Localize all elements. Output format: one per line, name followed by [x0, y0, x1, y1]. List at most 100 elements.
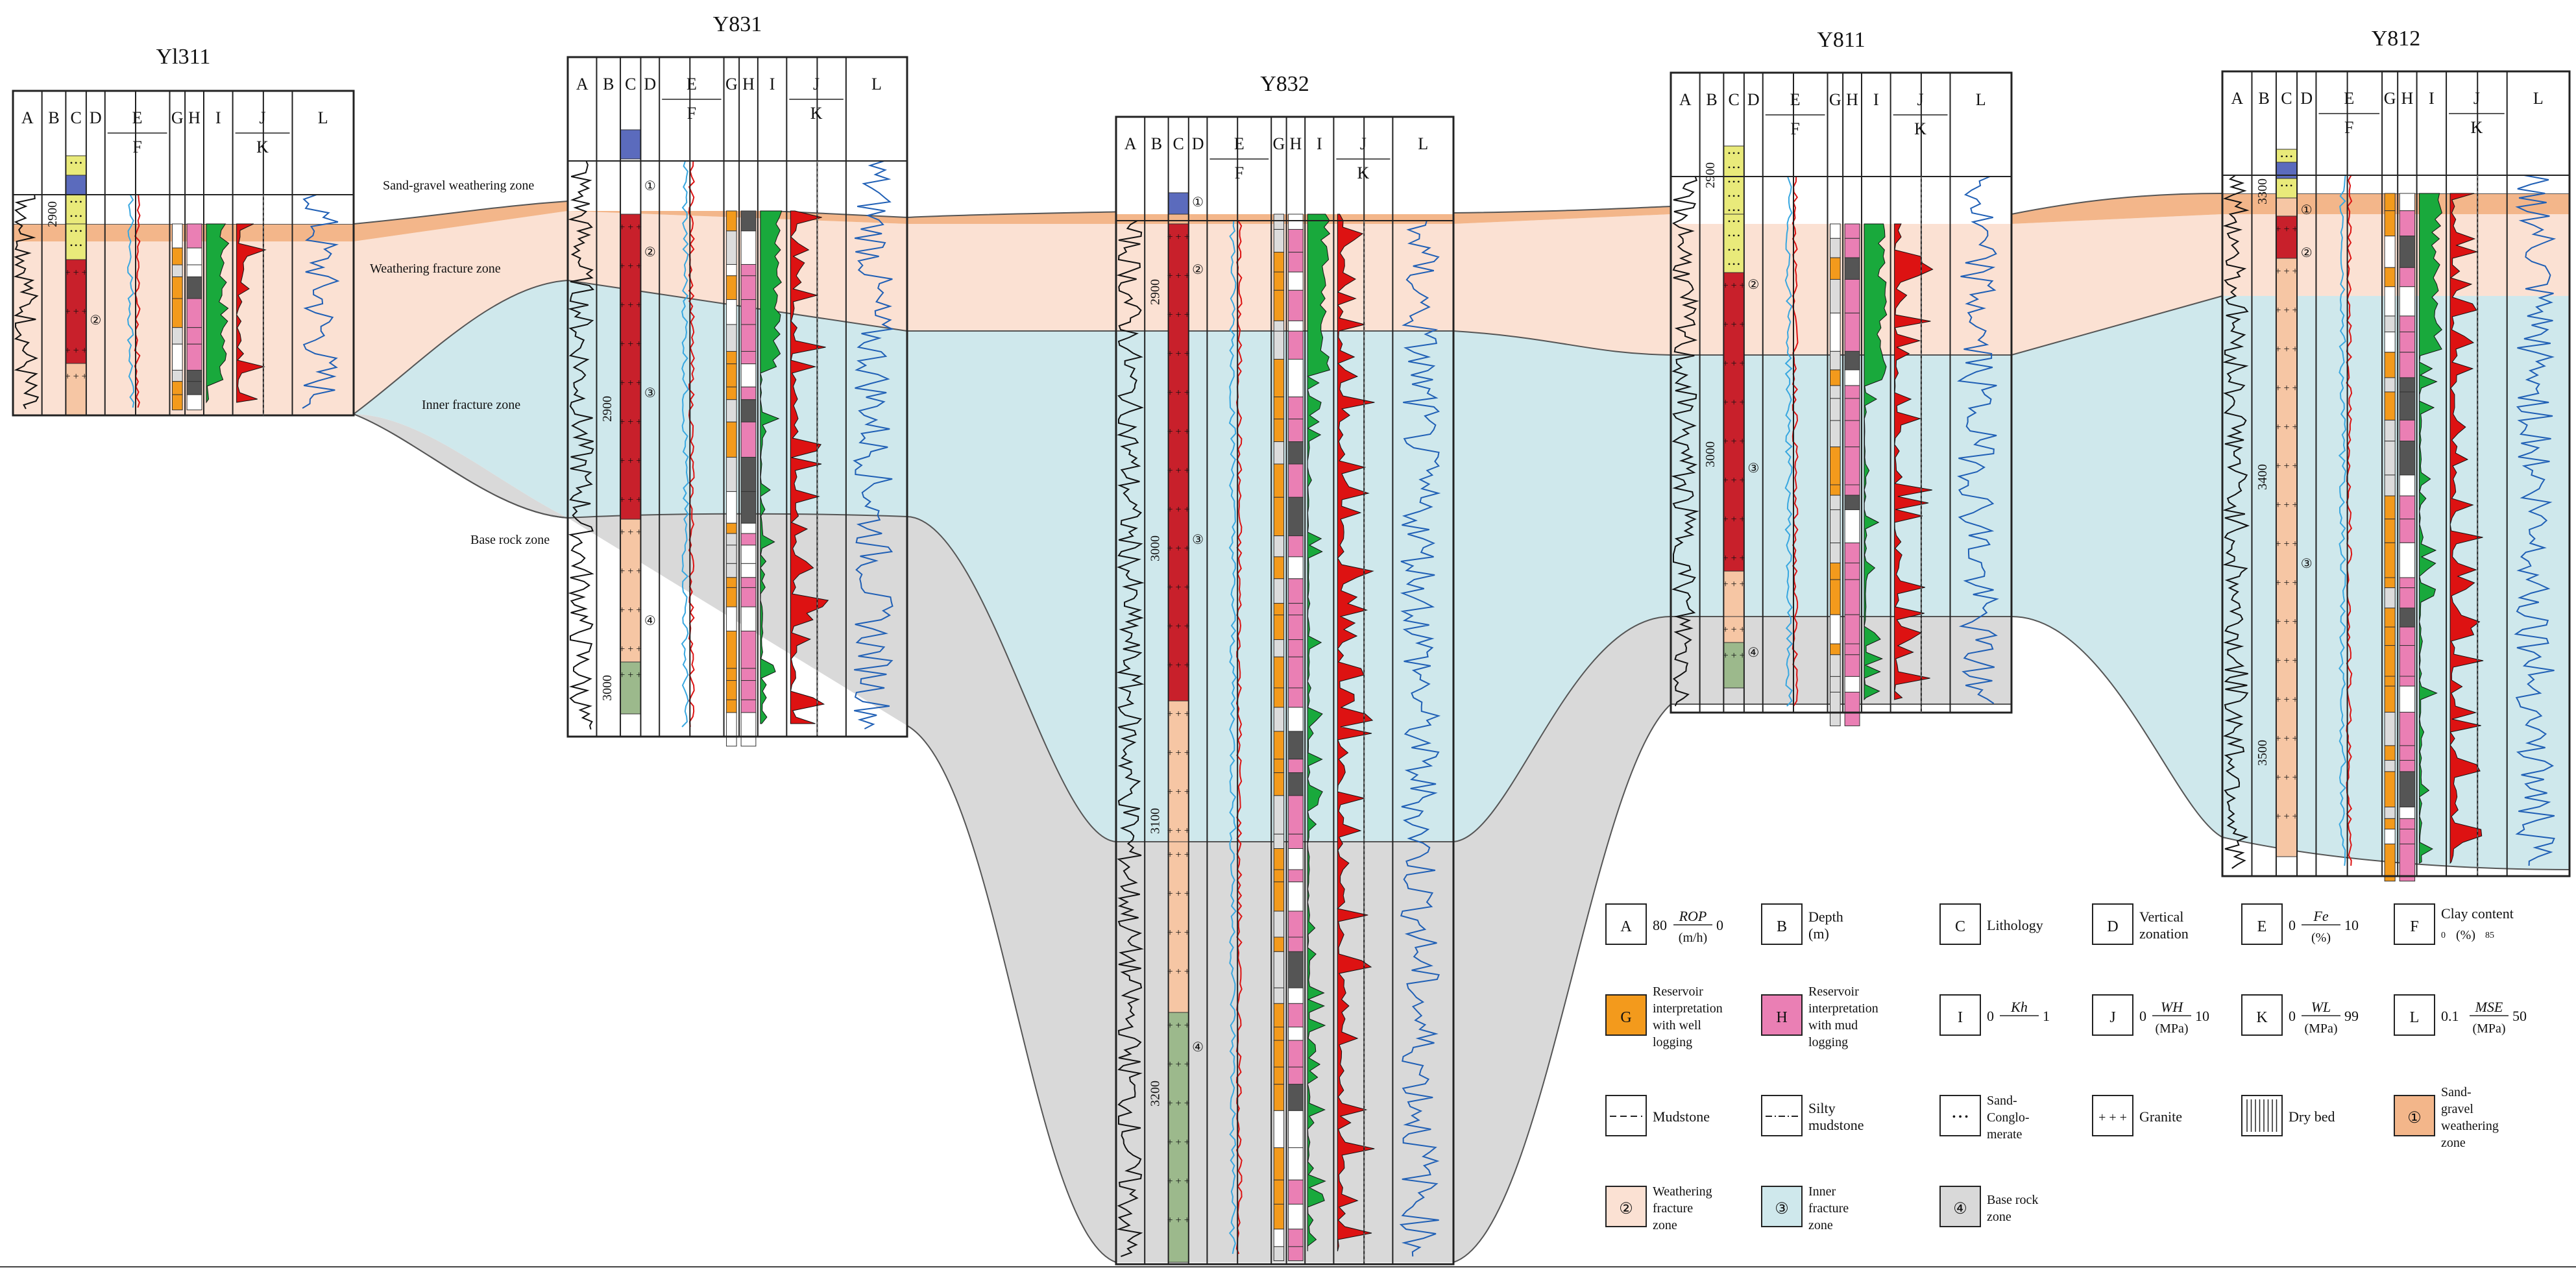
reservoir-interval-well-logging [726, 299, 737, 325]
column-header-c: C [70, 108, 81, 127]
reservoir-interval-mud-logging [740, 630, 757, 669]
lithology-interval [2276, 197, 2298, 217]
reservoir-interval-mud-logging [740, 263, 757, 276]
legend-d [2092, 903, 2133, 945]
granite-symbol: + + + [1167, 1059, 1190, 1070]
column-header-j: J [1917, 90, 1924, 109]
reservoir-interval-mud-logging [740, 545, 757, 564]
legend-e [2241, 903, 2283, 945]
column-header-a: A [21, 108, 34, 127]
zone-base-rock-band [354, 414, 2011, 1262]
legend-zone-2-key: ② [1619, 1201, 1633, 1218]
wh-wl-curve-fill [1337, 214, 1375, 1252]
reservoir-interval-mud-logging [1844, 691, 1860, 726]
column-header-k: K [256, 138, 269, 156]
reservoir-interval-mud-logging [740, 668, 757, 681]
granite-symbol: + + + [1167, 1215, 1190, 1226]
reservoir-interval-well-logging [1273, 320, 1285, 332]
conglomerate-symbol: • • • [70, 226, 82, 236]
reservoir-interval-well-logging [2384, 193, 2396, 212]
legend-k [2241, 994, 2283, 1036]
legend-granite-swatch [2092, 1095, 2133, 1136]
column-header-l: L [1976, 90, 1986, 109]
granite-symbol: + + + [1167, 232, 1190, 243]
reservoir-interval-well-logging [2384, 542, 2396, 578]
reservoir-interval-mud-logging [1288, 330, 1304, 360]
reservoir-interval-well-logging [1273, 1040, 1285, 1068]
reservoir-interval-well-logging [2384, 626, 2396, 646]
conglomerate-symbol: • • • [70, 212, 82, 221]
zone-mark: ② [90, 313, 101, 328]
reservoir-interval-mud-logging [740, 533, 757, 546]
reservoir-interval-well-logging [726, 522, 737, 534]
reservoir-interval-mud-logging [1288, 656, 1304, 689]
reservoir-interval-mud-logging [1288, 578, 1304, 604]
legend-c-text: Lithology [1987, 917, 2043, 933]
legend-zone-1-key: ① [2407, 1110, 2422, 1127]
legend-zone-3 [1761, 1186, 1803, 1227]
reservoir-interval-mud-logging [740, 350, 757, 365]
granite-symbol: + + + [1723, 280, 1745, 291]
reservoir-interval-mud-logging [1288, 1179, 1304, 1205]
column-header-h: H [1846, 90, 1858, 109]
lithology-interval [2276, 178, 2298, 199]
reservoir-interval-mud-logging [1844, 350, 1860, 371]
reservoir-interval-mud-logging [1288, 772, 1304, 796]
reservoir-interval-well-logging [1830, 278, 1841, 313]
granite-symbol: + + + [619, 495, 642, 506]
reservoir-interval-well-logging [726, 545, 737, 564]
mse-curve [853, 160, 895, 729]
legend-h-text: Reservoir [1808, 985, 1859, 999]
reservoir-interval-mud-logging [2399, 286, 2416, 317]
legend-h-text: logging [1808, 1035, 1848, 1049]
reservoir-interval-well-logging [172, 394, 183, 411]
legend-a-max: 0 [1716, 917, 1723, 933]
fe-curve [2346, 175, 2353, 866]
reservoir-interval-well-logging [1830, 484, 1841, 496]
reservoir-interval-well-logging [172, 223, 183, 249]
legend-e-numerator: Fe [2313, 908, 2328, 924]
reservoir-interval-well-logging [2384, 771, 2396, 807]
reservoir-interval-mud-logging [1288, 441, 1304, 465]
granite-symbol: + + + [2275, 422, 2298, 433]
conglomerate-symbol: • • • [1728, 163, 1740, 172]
reservoir-interval-mud-logging [2399, 676, 2416, 687]
legend-k-min: 0 [2289, 1008, 2296, 1024]
reservoir-interval-mud-logging [740, 386, 757, 400]
well-name: Y832 [1260, 72, 1309, 96]
column-header-c: C [625, 75, 636, 93]
reservoir-interval-mud-logging [1844, 385, 1860, 399]
depth-label: 2900 [600, 396, 614, 422]
reservoir-interval-mud-logging [1288, 1066, 1304, 1085]
granite-symbol: + + + [2275, 383, 2298, 394]
column-header-h: H [2401, 89, 2413, 108]
reservoir-interval-well-logging [1273, 1246, 1285, 1262]
legend-b-key: B [1777, 918, 1787, 935]
reservoir-interval-well-logging [726, 606, 737, 631]
reservoir-interval-well-logging [1273, 869, 1285, 883]
granite-symbol: + + + [2275, 539, 2298, 550]
reservoir-interval-well-logging [1273, 252, 1285, 273]
reservoir-interval-well-logging [1830, 562, 1841, 580]
reservoir-interval-well-logging [1273, 1003, 1285, 1028]
zone-label-weathering: Weathering fracture zone [370, 262, 501, 276]
column-header-h: H [1290, 134, 1302, 153]
reservoir-interval-mud-logging [2399, 828, 2416, 844]
reservoir-interval-mud-logging [740, 324, 757, 352]
reservoir-interval-mud-logging [740, 680, 757, 700]
reservoir-interval-mud-logging [1844, 278, 1860, 313]
granite-symbol: + + + [1167, 621, 1190, 632]
reservoir-interval-well-logging [2384, 331, 2396, 353]
reservoir-interval-well-logging [1830, 676, 1841, 692]
granite-symbol: + + + [2275, 461, 2298, 472]
reservoir-interval-well-logging [172, 298, 183, 328]
conglomerate-symbol: • • • [1728, 206, 1740, 215]
depth-label: 3000 [1703, 441, 1718, 467]
reservoir-interval-well-logging [726, 324, 737, 352]
reservoir-interval-well-logging [2384, 711, 2396, 746]
column-header-d: D [1192, 134, 1204, 153]
zone-mark: ② [644, 245, 656, 260]
legend-conglomerate-text: Sand- [1987, 1094, 2017, 1108]
legend-l-min: 0.1 [2441, 1008, 2459, 1024]
